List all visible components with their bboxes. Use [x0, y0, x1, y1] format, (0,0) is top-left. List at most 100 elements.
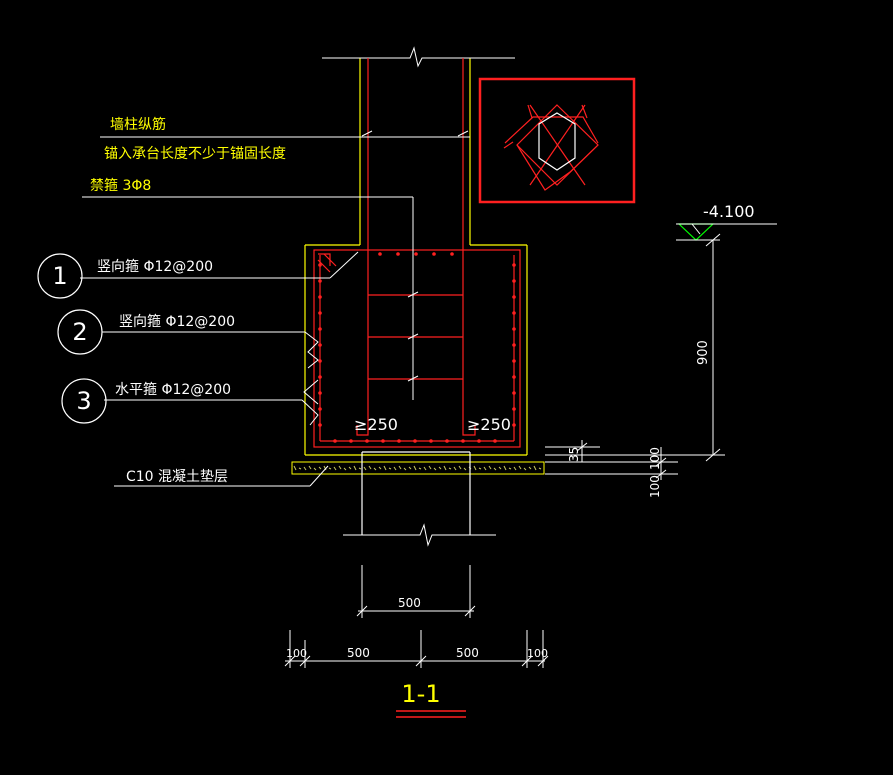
- cushion-hatch-mark: [483, 466, 487, 471]
- rebar-dot: [512, 359, 516, 363]
- column-longitudinal-bars: [356, 58, 476, 436]
- cushion-hatch-mark: [523, 467, 527, 471]
- cushion-hatch-mark: [333, 466, 337, 471]
- wall-rebar-title: 墙柱纵筋: [110, 116, 166, 133]
- rebar-dot: [512, 311, 516, 315]
- cushion-hatch-mark: [448, 467, 452, 470]
- rebar-dot: [318, 407, 322, 411]
- cushion-hatch-mark: [338, 465, 342, 470]
- cushion-hatch-mark: [453, 466, 457, 471]
- cushion-hatch-mark: [343, 467, 347, 471]
- cushion-hatch-mark: [358, 467, 362, 470]
- cushion-hatch-mark: [368, 465, 372, 470]
- cushion-hatch-mark: [353, 465, 357, 471]
- cushion-hatch-mark: [393, 466, 397, 471]
- cushion-hatch-mark: [463, 467, 467, 471]
- rebar-dot: [414, 252, 418, 256]
- elevation-marker: [676, 223, 777, 462]
- rebar-dot: [512, 423, 516, 427]
- rebar-dot: [512, 375, 516, 379]
- rebar-dot: [378, 252, 382, 256]
- rebar-dot: [512, 343, 516, 347]
- rebar-dot: [318, 263, 322, 267]
- rebar-dot: [512, 263, 516, 267]
- anchor-left-label: ≥250: [354, 415, 398, 434]
- rebar-dot: [381, 439, 385, 443]
- rebar-dot: [450, 252, 454, 256]
- rebar-dot: [512, 327, 516, 331]
- circle-2-number: 2: [72, 318, 87, 346]
- cushion-hatch-mark: [533, 465, 537, 471]
- rebar-dot: [432, 252, 436, 256]
- rebar-dot: [318, 311, 322, 315]
- cushion-hatch-mark: [363, 466, 367, 471]
- rebar-dot: [318, 391, 322, 395]
- cushion-hatch-mark: [348, 466, 352, 470]
- rebar-dot: [318, 359, 322, 363]
- item-circles: [37, 253, 107, 424]
- rebar-dots: [318, 252, 516, 443]
- dim-seg-3: 500: [456, 646, 479, 660]
- cushion-hatch-mark: [428, 465, 432, 470]
- cushion-hatch-mark: [508, 467, 512, 470]
- cushion-hatch-mark: [528, 466, 532, 470]
- section-title: 1-1: [401, 680, 440, 708]
- elevation-900: 900: [696, 340, 711, 365]
- anchor-right-label: ≥250: [467, 415, 511, 434]
- item-1-label: 竖向箍 Φ12@200: [97, 258, 213, 275]
- bottom-break-line: [343, 523, 496, 547]
- rebar-dot: [493, 439, 497, 443]
- rebar-dot: [461, 439, 465, 443]
- rebar-dot: [333, 439, 337, 443]
- circle-3-number: 3: [76, 387, 91, 415]
- cushion-hatch-mark: [458, 465, 462, 470]
- rebar-dot: [477, 439, 481, 443]
- cushion-hatch-mark: [443, 465, 447, 471]
- cushion-hatch-mark: [313, 467, 317, 471]
- rebar-dot: [445, 439, 449, 443]
- dim-seg-4: 100: [527, 647, 548, 660]
- circle-1-number: 1: [52, 262, 67, 290]
- rebar-dot: [512, 391, 516, 395]
- cushion-hatch-mark: [298, 467, 302, 470]
- cushion-hatch-mark: [408, 466, 412, 470]
- cushion-hatch-mark: [433, 467, 437, 471]
- cushion-label: C10 混凝土垫层: [126, 469, 228, 485]
- red-boxed-symbol: [478, 77, 636, 204]
- cushion-hatch-mark: [303, 466, 307, 471]
- dim-35: 35: [567, 447, 581, 462]
- rebar-dot: [429, 439, 433, 443]
- cushion-hatch-mark: [423, 466, 427, 471]
- rebar-dot: [512, 279, 516, 283]
- cushion-hatch-mark: [498, 466, 502, 470]
- cushion-hatch-mark: [478, 467, 482, 470]
- top-break-line: [322, 46, 515, 68]
- wall-column: [305, 58, 527, 246]
- rebar-dot: [318, 279, 322, 283]
- rebar-dot: [396, 252, 400, 256]
- cushion-hatch-mark: [503, 465, 507, 471]
- cushion-hatch-mark: [388, 467, 392, 470]
- cushion-hatch-mark: [328, 467, 332, 470]
- item-3-label: 水平箍 Φ12@200: [115, 381, 231, 398]
- cushion-hatch-mark: [418, 467, 422, 470]
- right-side-dimensions: [545, 440, 725, 480]
- cushion-hatch-mark: [308, 465, 312, 470]
- rebar-dot: [365, 439, 369, 443]
- rebar-dot: [512, 407, 516, 411]
- dim-100-upper: 100: [648, 447, 662, 470]
- rebar-dot: [349, 439, 353, 443]
- cushion-hatch-mark: [293, 465, 297, 471]
- cushion-hatch-mark: [413, 465, 417, 471]
- leader-lines: [80, 130, 470, 487]
- rebar-dot: [397, 439, 401, 443]
- cushion-hatch-mark: [438, 466, 442, 470]
- rebar-dot: [318, 327, 322, 331]
- dim-pile-width: 500: [398, 596, 421, 610]
- cushion-hatch-mark: [403, 467, 407, 471]
- cushion-hatch-mark: [488, 465, 492, 470]
- cushion-layer: [291, 461, 545, 475]
- cushion-hatch-mark: [518, 465, 522, 470]
